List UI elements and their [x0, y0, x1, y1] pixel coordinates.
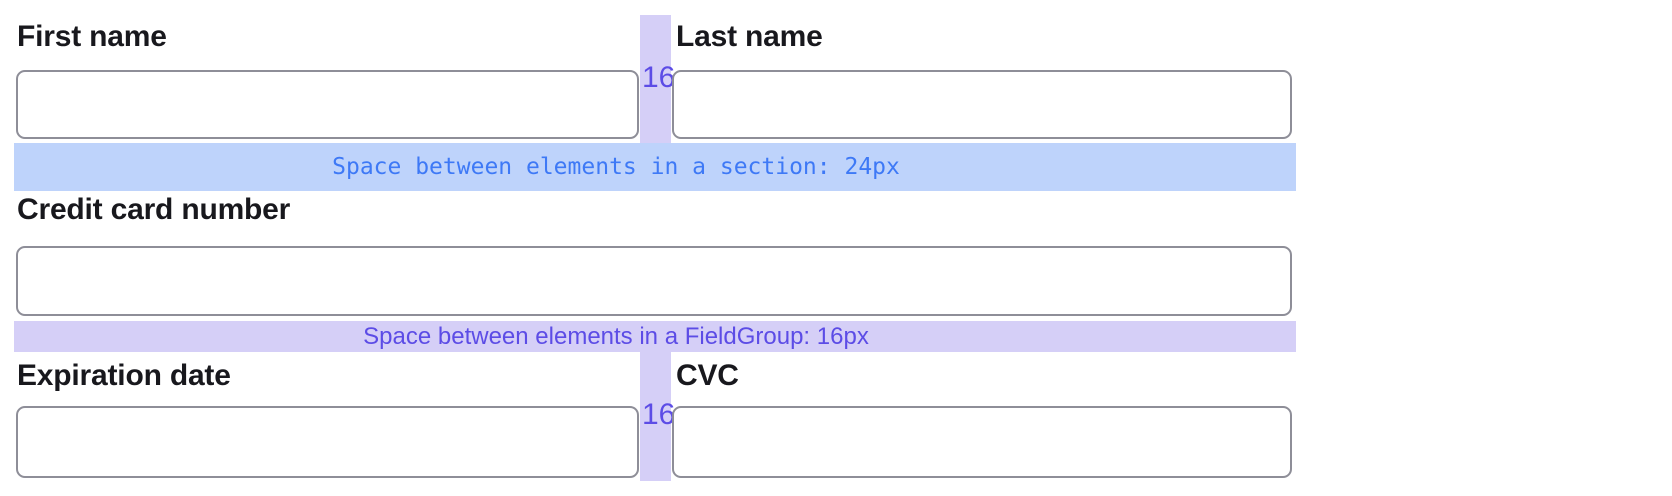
expiration-date-input[interactable] [16, 406, 639, 478]
card-number-label: Credit card number [17, 193, 291, 226]
column-gap-value-top: 16 [642, 61, 676, 94]
cvc-input[interactable] [672, 406, 1292, 478]
expiration-date-label: Expiration date [17, 359, 231, 392]
last-name-input[interactable] [672, 70, 1292, 139]
fieldgroup-gap-label: Space between elements in a FieldGroup: … [363, 322, 869, 350]
first-name-input[interactable] [16, 70, 639, 139]
column-gap-highlight-bottom: 16 [640, 352, 675, 481]
cvc-label: CVC [676, 359, 739, 392]
column-gap-value-bottom: 16 [642, 398, 676, 431]
card-number-input[interactable] [16, 246, 1292, 316]
section-gap-label: Space between elements in a section: 24p… [332, 154, 900, 180]
section-gap-band: Space between elements in a section: 24p… [14, 143, 1296, 191]
fieldgroup-gap-band: Space between elements in a FieldGroup: … [14, 321, 1296, 352]
column-gap-highlight-top: 16 [640, 15, 675, 143]
last-name-label: Last name [676, 20, 823, 53]
first-name-label: First name [17, 20, 167, 53]
